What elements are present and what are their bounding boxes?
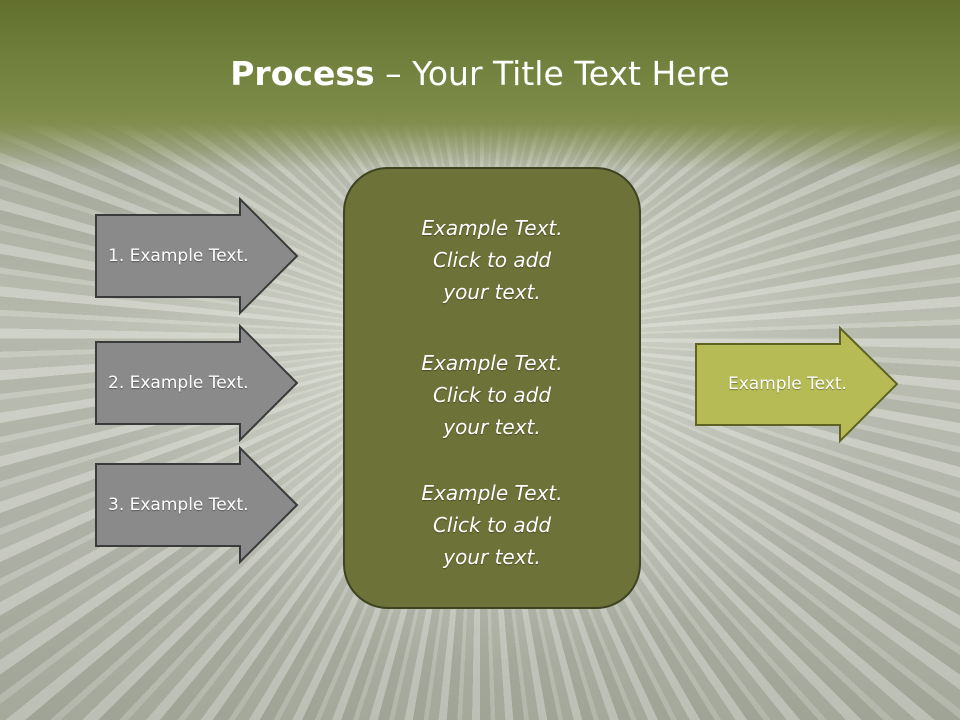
center-box[interactable] xyxy=(343,167,641,609)
center-text-line: Example Text. xyxy=(421,481,563,505)
center-text-line: your text. xyxy=(443,545,541,569)
slide-title[interactable]: Process – Your Title Text Here xyxy=(0,52,960,96)
slide-title-bold: Process xyxy=(230,54,375,93)
slide-title-rest: – Your Title Text Here xyxy=(374,54,730,93)
center-text-line: Example Text. xyxy=(421,351,563,375)
output-arrow[interactable] xyxy=(695,325,899,444)
input-arrow-1[interactable] xyxy=(95,196,299,316)
input-arrow-2[interactable] xyxy=(95,323,299,443)
center-text-block-2: Example Text. Click to add your text. xyxy=(346,347,638,443)
output-arrow-label: Example Text. xyxy=(728,374,847,394)
input-arrow-1-label: 1. Example Text. xyxy=(108,246,249,266)
input-arrow-2-label: 2. Example Text. xyxy=(108,373,249,393)
center-text-line: your text. xyxy=(443,415,541,439)
center-text-line: your text. xyxy=(443,280,541,304)
input-arrow-3[interactable] xyxy=(95,445,299,565)
center-text-line: Example Text. xyxy=(421,216,563,240)
center-text-line: Click to add xyxy=(432,513,552,537)
header-band xyxy=(0,0,960,170)
center-text-block-1: Example Text. Click to add your text. xyxy=(346,212,638,308)
center-text-line: Click to add xyxy=(432,248,552,272)
input-arrow-3-label: 3. Example Text. xyxy=(108,495,249,515)
center-text-block-3: Example Text. Click to add your text. xyxy=(346,477,638,573)
center-text-line: Click to add xyxy=(432,383,552,407)
